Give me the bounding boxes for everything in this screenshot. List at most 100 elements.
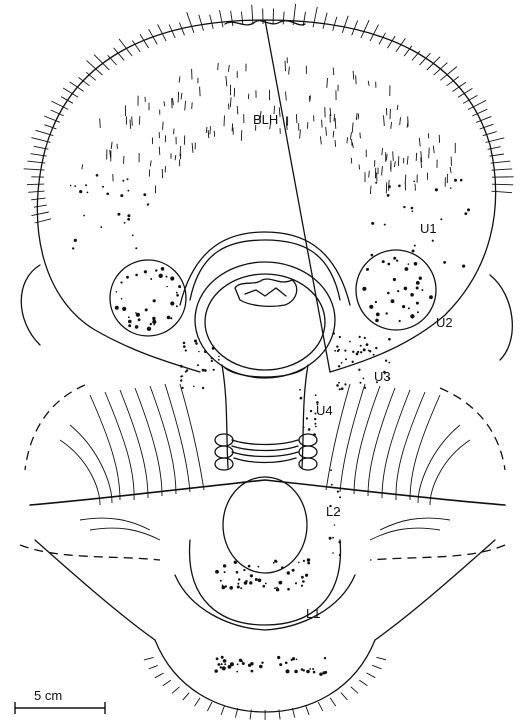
hair-stroke (149, 29, 158, 44)
stipple-dot (308, 428, 311, 431)
stipple-dot (405, 267, 409, 271)
stipple-dot (410, 293, 414, 297)
stipple-dot (234, 561, 237, 564)
hair-stroke (333, 68, 334, 75)
stipple-dot (224, 663, 226, 665)
stipple-dot (215, 669, 218, 672)
hair-stroke (218, 63, 219, 70)
stipple-dot (313, 433, 316, 436)
stipple-dot (218, 663, 221, 666)
lower-opening (223, 477, 307, 573)
hair-stroke (183, 693, 190, 701)
stipple-dot (243, 569, 245, 571)
stipple-dot (403, 206, 405, 208)
stipple-dot (152, 320, 156, 324)
hair-stroke (192, 143, 193, 153)
stipple-dot (301, 585, 303, 587)
stipple-dot (115, 306, 119, 310)
stipple-dot (357, 351, 359, 353)
stipple-dot (303, 669, 305, 671)
hair-stroke (150, 160, 151, 166)
hair-stroke (395, 161, 396, 167)
stipple-dot (180, 379, 182, 381)
stipple-dot (309, 668, 311, 670)
stipple-dot (185, 349, 187, 351)
hair-stroke (195, 698, 201, 706)
stipple-dot (276, 588, 279, 591)
stipple-dot (310, 410, 312, 412)
hair-stroke (433, 146, 434, 153)
stipple-dot (364, 387, 366, 389)
hair-stroke (367, 673, 376, 678)
stipple-dot (376, 313, 380, 317)
stipple-dot (138, 318, 141, 321)
stipple-dot (393, 257, 396, 260)
stipple-dot (251, 670, 254, 673)
stipple-dot (399, 320, 401, 322)
hair-stroke (361, 20, 369, 38)
stipple-dot (303, 560, 305, 562)
hair-stroke (323, 13, 327, 29)
hair-stroke (322, 120, 323, 128)
stipple-dot (393, 278, 396, 281)
stipple-dot (259, 665, 263, 669)
stipple-dot (180, 376, 182, 378)
stipple-dot (211, 357, 213, 359)
hair-stroke (356, 113, 357, 120)
stipple-dot (450, 187, 452, 189)
hair-stroke (453, 82, 467, 91)
stipple-dot (339, 554, 341, 556)
stipple-dot (223, 659, 227, 663)
left-striations (60, 384, 204, 540)
stipple-dot (387, 292, 390, 295)
stipple-dot (440, 218, 442, 220)
hair-stroke (419, 138, 420, 147)
hair-stroke (427, 57, 440, 70)
stipple-dot (194, 340, 197, 343)
stipple-dot (225, 585, 227, 587)
hair-stroke (130, 119, 131, 128)
stipple-dot (124, 222, 126, 224)
stipple-dot (204, 350, 207, 353)
hair-stroke (61, 97, 73, 104)
hair-stroke (300, 129, 301, 138)
stipple-dot (332, 537, 334, 539)
stipple-dot (307, 562, 310, 565)
hair-stroke (124, 156, 125, 164)
stipple-dots (70, 174, 470, 676)
hair-stroke (237, 106, 238, 114)
stipple-dot (333, 332, 335, 334)
hair-stroke (206, 127, 207, 133)
stipple-dot (344, 350, 346, 352)
stipple-dot (166, 276, 168, 278)
hair-stroke (87, 61, 103, 75)
stipple-dot (72, 247, 74, 249)
stipple-dot (237, 586, 240, 589)
stipple-dot (224, 571, 226, 573)
hair-stroke (353, 71, 354, 80)
hair-stroke (360, 133, 361, 139)
stipple-dot (360, 382, 362, 384)
stipple-dot (261, 662, 263, 664)
hair-stroke (391, 122, 392, 129)
stipple-dot (202, 387, 204, 389)
hair-stroke (207, 702, 212, 711)
hair-stroke (396, 38, 406, 52)
stipple-dot (336, 384, 339, 387)
hair-stroke (285, 61, 286, 72)
stipple-dot (366, 268, 369, 271)
stipple-dot (338, 382, 340, 384)
stipple-dot (388, 185, 391, 188)
hair-stroke (44, 125, 56, 129)
hair-stroke (132, 117, 133, 126)
stipple-dot (337, 491, 339, 493)
stipple-dot (411, 207, 414, 210)
stipple-dot (167, 316, 171, 320)
stipple-dot (198, 351, 200, 353)
scale-bar-label: 5 cm (34, 688, 62, 703)
stipple-dot (263, 585, 266, 588)
hair-stroke (221, 706, 225, 715)
stipple-dot (294, 670, 298, 674)
hair-stroke (376, 657, 386, 660)
label-u3: U3 (374, 370, 391, 383)
